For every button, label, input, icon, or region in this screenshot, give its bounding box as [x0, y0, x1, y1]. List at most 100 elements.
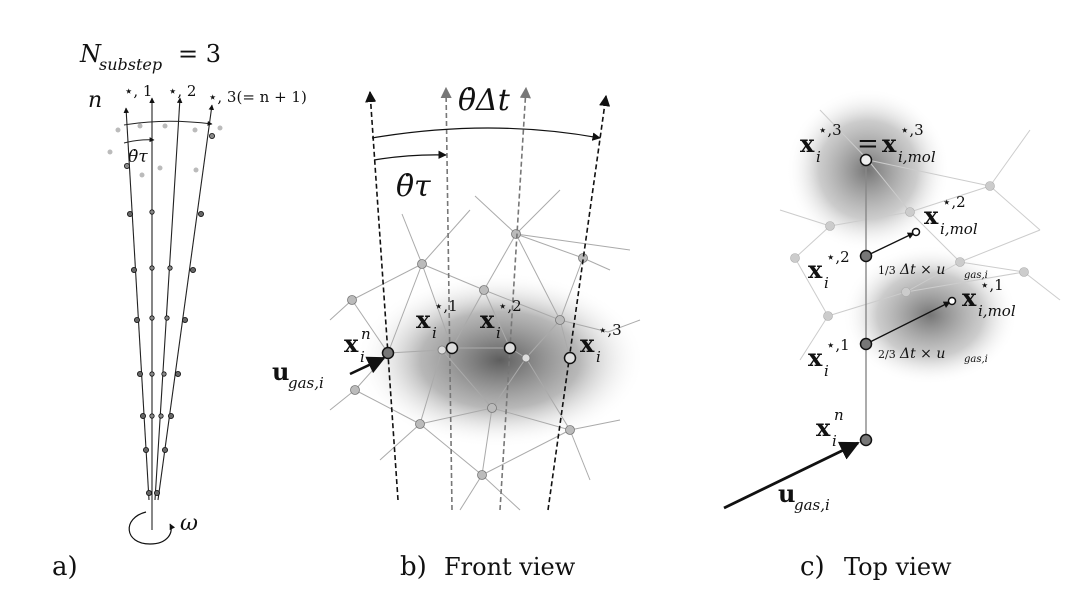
- svg-text:x: x: [480, 305, 495, 334]
- svg-text:i: i: [816, 148, 821, 166]
- label-omega: ω: [180, 511, 198, 536]
- panel-a-arc-tau: [123, 137, 155, 144]
- label-step2-c: 1/3 Δt × u gas,i: [878, 262, 988, 281]
- particle-xn-c: [859, 433, 873, 447]
- label-theta-dt: θ̇Δt: [458, 83, 511, 118]
- svg-text:x: x: [580, 329, 595, 358]
- gas-velocity-arrow-c: [723, 441, 860, 510]
- panel-a: N substep = 3 n ⋆, 1 ⋆, 2 ⋆, 3(= n + 1) …: [52, 40, 307, 582]
- svg-text:x: x: [808, 343, 823, 372]
- label-ugas-c: u gas,i: [778, 479, 830, 514]
- svg-text:⋆,3: ⋆,3: [598, 321, 622, 339]
- svg-text:1/3: 1/3: [878, 264, 896, 277]
- caption-b-letter: b): [400, 552, 427, 582]
- caption-a: a): [52, 552, 78, 582]
- svg-text:i: i: [832, 432, 837, 450]
- label-x3-c: x i ⋆,3 = x i,mol ⋆,3: [800, 121, 936, 166]
- panel-c-particles: [859, 153, 957, 447]
- svg-text:i: i: [824, 274, 829, 292]
- particle-x1-c: [859, 337, 873, 351]
- svg-text:x: x: [882, 129, 897, 158]
- svg-text:⋆,2: ⋆,2: [942, 193, 966, 211]
- svg-text:i,mol: i,mol: [940, 220, 978, 238]
- label-ugas-b: u gas,i: [272, 357, 324, 392]
- panel-a-arc-full: [123, 120, 213, 126]
- label-theta-tau-a: θ̇τ: [128, 147, 148, 167]
- gas-velocity-arrow-b: [349, 356, 386, 376]
- svg-text:u: u: [272, 357, 289, 386]
- label-n: n: [88, 88, 102, 113]
- label-theta-tau-b: θ̇τ: [396, 169, 431, 204]
- label-x2mol-c: x i,mol ⋆,2: [924, 193, 978, 238]
- svg-text:⋆,3: ⋆,3: [818, 121, 842, 139]
- caption-c-letter: c): [800, 552, 825, 582]
- svg-text:Δt × u: Δt × u: [899, 262, 945, 278]
- label-x1-b: x i ⋆,1: [416, 297, 458, 342]
- panel-c: x i ⋆,3 = x i,mol ⋆,3 x i,mol ⋆,2 x i ⋆,…: [723, 88, 1061, 582]
- nsubstep-symbol: N: [79, 40, 102, 68]
- panel-a-particle-dots: [124, 132, 215, 496]
- label-x2-b: x i ⋆,2: [480, 297, 522, 342]
- svg-text:x: x: [924, 201, 939, 230]
- rotation-arrow-icon: [128, 511, 176, 545]
- svg-text:Δt × u: Δt × u: [899, 346, 945, 362]
- particle-x1mol-c: [947, 296, 957, 306]
- svg-text:gas,i: gas,i: [964, 270, 988, 281]
- nsubstep-subscript: substep: [99, 55, 162, 74]
- panel-c-step1-arrow: [865, 301, 951, 345]
- svg-text:⋆,1: ⋆,1: [434, 297, 458, 315]
- svg-text:2/3: 2/3: [878, 348, 896, 361]
- svg-text:i: i: [496, 324, 501, 342]
- panel-b: θ̇Δt θ̇τ x i n x i ⋆,1 x i ⋆,2 x i: [272, 83, 645, 582]
- svg-text:⋆,3: ⋆,3: [900, 121, 924, 139]
- label-substep-1: ⋆, 1: [124, 82, 152, 100]
- particle-x2-c: [859, 249, 873, 263]
- label-step1-c: 2/3 Δt × u gas,i: [878, 346, 988, 365]
- svg-text:⋆,2: ⋆,2: [498, 297, 522, 315]
- svg-text:gas,i: gas,i: [288, 374, 324, 392]
- svg-text:x: x: [962, 283, 977, 312]
- caption-c-text: Top view: [844, 553, 952, 581]
- svg-text:⋆,1: ⋆,1: [980, 276, 1004, 294]
- label-x1-c: x i ⋆,1: [808, 336, 850, 380]
- particle-x1: [445, 341, 459, 355]
- particle-x2: [503, 341, 517, 355]
- panel-c-step2-arrow: [865, 232, 915, 257]
- svg-text:x: x: [344, 329, 359, 358]
- svg-text:x: x: [808, 255, 823, 284]
- svg-text:x: x: [816, 413, 831, 442]
- svg-text:gas,i: gas,i: [794, 496, 830, 514]
- svg-text:⋆,2: ⋆,2: [826, 248, 850, 266]
- panel-c-mesh: [779, 109, 1061, 361]
- particle-x3: [563, 351, 577, 365]
- svg-text:x: x: [800, 129, 815, 158]
- label-xn-b: x i n: [344, 325, 371, 366]
- svg-text:i,mol: i,mol: [978, 302, 1016, 320]
- label-substep-3: ⋆, 3(= n + 1): [208, 88, 307, 106]
- svg-text:i: i: [824, 362, 829, 380]
- svg-text:n: n: [361, 325, 371, 343]
- panel-b-shading: [355, 272, 645, 448]
- nsubstep-value: = 3: [178, 40, 221, 68]
- svg-text:i: i: [360, 348, 365, 366]
- particle-x2mol-c: [911, 227, 921, 237]
- panel-a-faint-nodes: [107, 123, 223, 178]
- svg-text:i: i: [432, 324, 437, 342]
- label-x3-b: x i ⋆,3: [580, 321, 622, 366]
- svg-text:i: i: [596, 348, 601, 366]
- label-x1mol-c: x i,mol ⋆,1: [962, 276, 1016, 320]
- svg-text:n: n: [834, 406, 844, 424]
- svg-text:gas,i: gas,i: [964, 354, 988, 365]
- svg-text:⋆,1: ⋆,1: [826, 336, 850, 354]
- label-x2-c: x i ⋆,2: [808, 248, 850, 292]
- svg-text:u: u: [778, 479, 795, 508]
- svg-text:x: x: [416, 305, 431, 334]
- panel-b-particle-positions: [381, 341, 577, 365]
- panel-a-rays: [123, 97, 215, 501]
- caption-b-text: Front view: [444, 553, 576, 581]
- particle-x3-c: [859, 153, 873, 167]
- panel-b-arc-tau: [373, 150, 447, 161]
- label-substep-2: ⋆, 2: [168, 82, 196, 100]
- svg-text:=: =: [857, 129, 879, 159]
